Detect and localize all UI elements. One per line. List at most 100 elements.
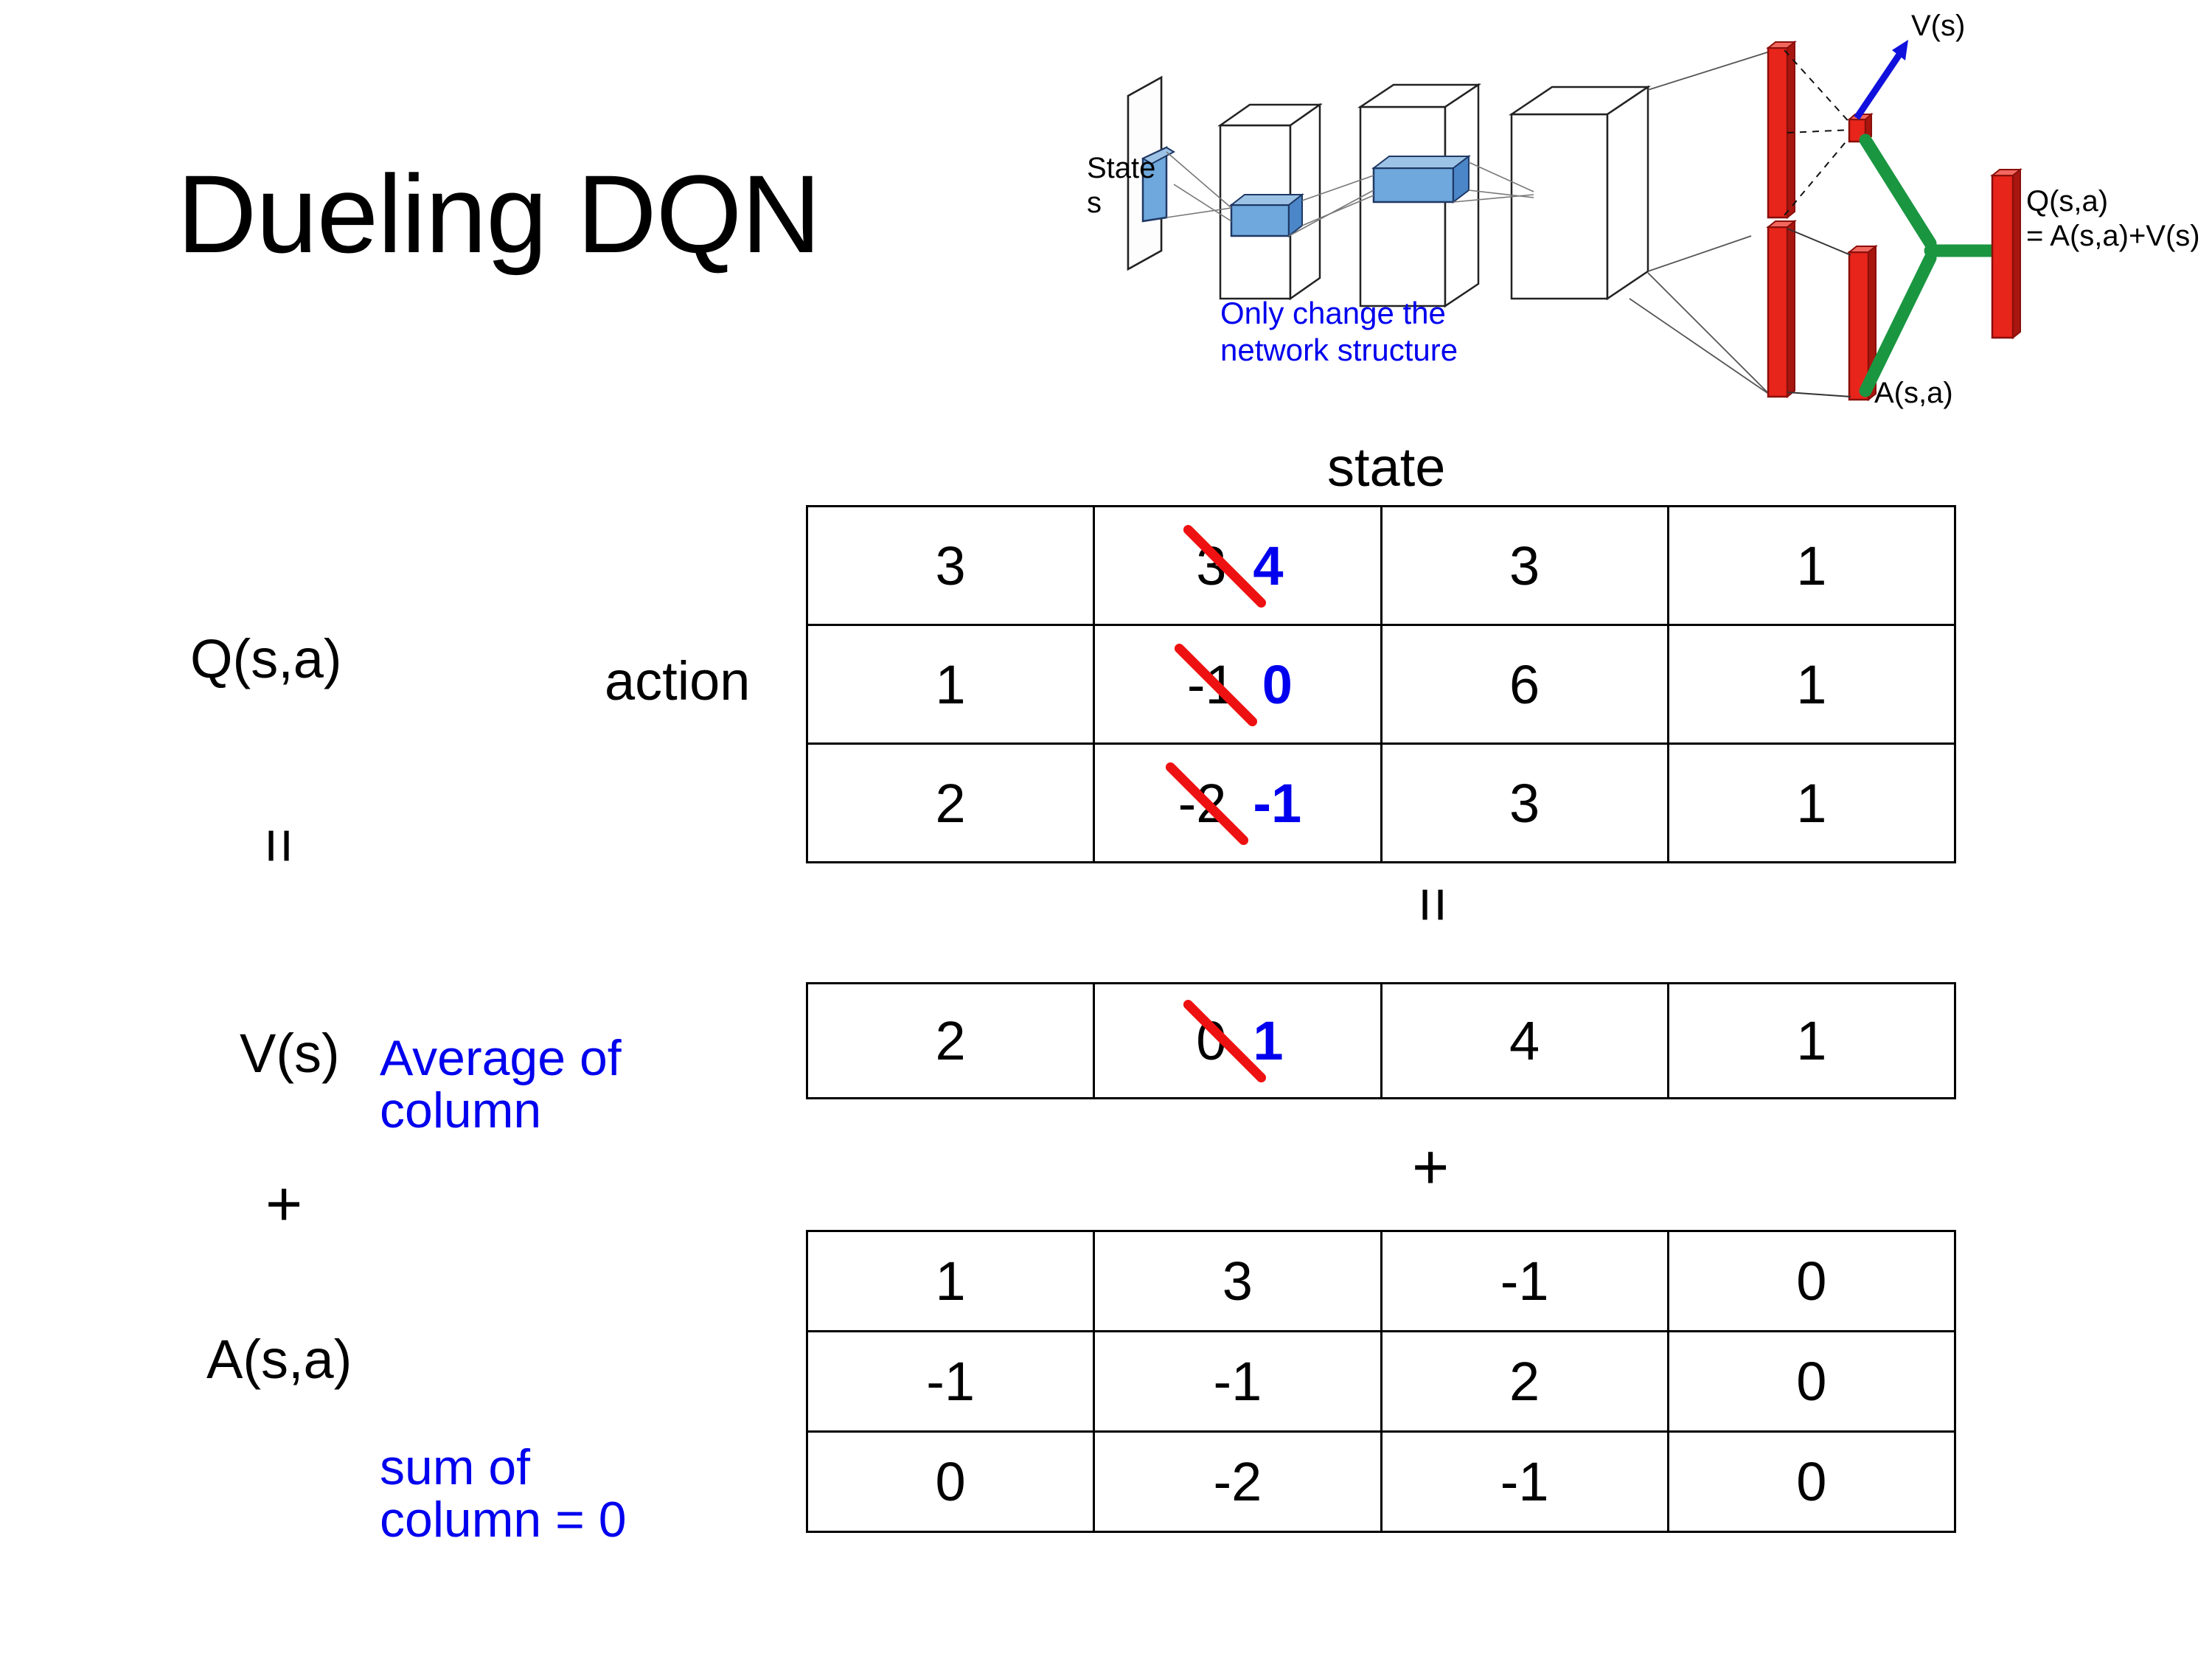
table-cell[interactable]: 1 xyxy=(805,624,1096,745)
new-value: -1 xyxy=(1253,772,1302,834)
equals-sign-left: = xyxy=(245,827,315,864)
cell-value: 3 xyxy=(935,535,966,597)
diagram-q-label-line2: = A(s,a)+V(s) xyxy=(2026,220,2200,253)
sum-of-column-note: sum of column = 0 xyxy=(380,1441,627,1547)
state-axis-label: state xyxy=(1327,437,1446,498)
table-cell[interactable]: 2 xyxy=(1380,1330,1669,1433)
table-cell[interactable]: -1 xyxy=(805,1330,1096,1433)
diagram-q-label-line1: Q(s,a) xyxy=(2026,185,2109,218)
table-cell[interactable]: 3 xyxy=(1380,742,1669,863)
table-cell[interactable]: -2 xyxy=(1093,1430,1382,1533)
strikethrough-icon xyxy=(1174,643,1257,726)
action-axis-label: action xyxy=(605,650,751,712)
a-table-body: 1 3 -1 0 -1 -1 2 0 0 -2 -1 0 xyxy=(805,1230,1957,1533)
table-cell[interactable]: 4 xyxy=(1380,982,1669,1099)
diagram-q-label: Q(s,a) = A(s,a)+V(s) xyxy=(2026,184,2200,254)
table-cell[interactable]: 1 xyxy=(1666,742,1957,863)
table-cell[interactable]: 2 xyxy=(805,982,1096,1099)
diagram-state-line2: s xyxy=(1087,187,1102,220)
v-function-label: V(s) xyxy=(240,1023,340,1084)
table-cell[interactable]: 1 xyxy=(805,1230,1096,1332)
cell-value: 0 xyxy=(1796,1251,1827,1312)
cell-value: 1 xyxy=(1796,772,1827,834)
cell-value: 6 xyxy=(1509,653,1540,715)
diagram-v-label: V(s) xyxy=(1911,10,1966,42)
plus-sign-middle: + xyxy=(1412,1132,1450,1203)
a-value-table: 1 3 -1 0 -1 -1 2 0 0 -2 -1 0 xyxy=(805,1230,1957,1533)
old-value: -1 xyxy=(1174,643,1257,726)
cell-value: 2 xyxy=(935,772,966,834)
old-value: -2 xyxy=(1165,762,1248,845)
table-cell[interactable]: 0 xyxy=(1666,1430,1957,1533)
cell-value: 4 xyxy=(1509,1010,1540,1071)
new-value: 1 xyxy=(1253,1010,1284,1071)
old-value: 3 xyxy=(1183,524,1267,608)
equals-sign-middle: = xyxy=(1399,886,1469,923)
network-diagram-svg xyxy=(1127,40,2023,402)
diagram-note: Only change the network structure xyxy=(1220,295,1458,368)
diagram-note-line1: Only change the xyxy=(1220,296,1446,330)
table-cell[interactable]: 1 xyxy=(1666,505,1957,626)
cell-value: 3 xyxy=(1509,535,1540,597)
new-value: 4 xyxy=(1253,535,1284,597)
a-function-label: A(s,a) xyxy=(206,1329,352,1390)
cell-value: -1 xyxy=(926,1351,975,1412)
table-row: 2 -2-1 3 1 xyxy=(805,742,1957,863)
table-cell[interactable]: 0 xyxy=(805,1430,1096,1533)
old-value: 0 xyxy=(1183,999,1267,1083)
table-cell[interactable]: -1 xyxy=(1380,1430,1669,1533)
q-function-label: Q(s,a) xyxy=(190,628,342,689)
table-cell[interactable]: 3 xyxy=(1380,505,1669,626)
table-cell[interactable]: 1 xyxy=(1666,624,1957,745)
cell-value: 1 xyxy=(935,653,966,715)
table-cell[interactable]: 0 xyxy=(1666,1230,1957,1332)
new-value: 0 xyxy=(1262,653,1293,715)
cell-value: 3 xyxy=(1509,772,1540,834)
table-row: -1 -1 2 0 xyxy=(805,1330,1957,1433)
table-cell[interactable]: 6 xyxy=(1380,624,1669,745)
table-cell[interactable]: 3 xyxy=(1093,1230,1382,1332)
cell-value: 1 xyxy=(1796,653,1827,715)
table-cell[interactable]: -1 xyxy=(1093,1330,1382,1433)
cell-value: 0 xyxy=(935,1451,966,1512)
table-cell[interactable]: -2-1 xyxy=(1093,742,1382,863)
average-of-column-note: Average of column xyxy=(380,1032,622,1138)
table-row: 1 3 -1 0 xyxy=(805,1230,1957,1332)
sum-note-line2: column = 0 xyxy=(380,1492,627,1548)
sum-note-line1: sum of xyxy=(380,1439,531,1495)
cell-value: 2 xyxy=(935,1010,966,1071)
cell-value: -1 xyxy=(1213,1351,1262,1412)
cell-value: -1 xyxy=(1500,1251,1549,1312)
table-cell[interactable]: 0 xyxy=(1666,1330,1957,1433)
strikethrough-icon xyxy=(1165,762,1248,845)
cell-value: 1 xyxy=(1796,1010,1827,1071)
page-title: Dueling DQN xyxy=(177,152,821,276)
cell-value: 1 xyxy=(1796,535,1827,597)
cell-value: -1 xyxy=(1500,1451,1549,1512)
diagram-state-line1: State xyxy=(1087,152,1156,184)
table-cell[interactable]: 1 xyxy=(1666,982,1957,1099)
table-cell[interactable]: 3 xyxy=(805,505,1096,626)
cell-value: 1 xyxy=(935,1251,966,1312)
cell-value: 0 xyxy=(1796,1351,1827,1412)
table-cell[interactable]: -1 xyxy=(1380,1230,1669,1332)
average-note-line2: column xyxy=(380,1082,542,1139)
cell-value: 3 xyxy=(1222,1251,1253,1312)
average-note-line1: Average of xyxy=(380,1030,622,1086)
table-row: 0 -2 -1 0 xyxy=(805,1430,1957,1533)
dueling-network-diagram: State s Only change the network structur… xyxy=(1084,7,2205,420)
cell-value: 0 xyxy=(1796,1451,1827,1512)
table-cell[interactable]: 2 xyxy=(805,742,1096,863)
